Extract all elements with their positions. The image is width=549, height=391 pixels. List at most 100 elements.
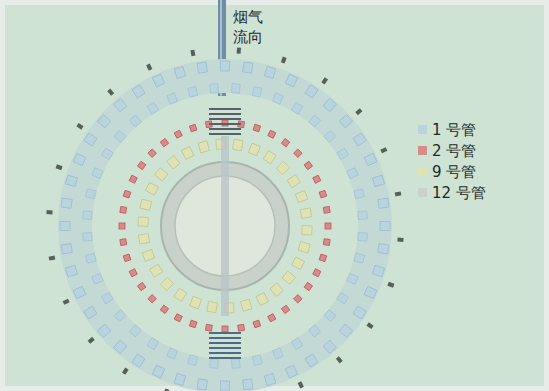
- flow-label: 烟气 流向: [233, 8, 265, 47]
- tube-ring-1b: [83, 84, 368, 369]
- tube-ring-1-tube: [339, 324, 352, 337]
- tube-ring-1-tube: [84, 133, 97, 146]
- tube-ring-1b-tube: [92, 168, 103, 179]
- tube-ring-1b-tube: [324, 310, 336, 322]
- top-divider: [209, 113, 241, 115]
- tube-ring-1-tube: [378, 244, 389, 254]
- legend-text: 2 号管: [432, 141, 476, 161]
- legend-text: 12 号管: [432, 183, 486, 203]
- tube-ring-1b-tube: [167, 93, 178, 104]
- tube-ring-1b-tube: [114, 130, 126, 142]
- tube-ring-2-tube: [281, 138, 289, 146]
- bottom-divider: [209, 337, 241, 339]
- tube-ring-2-tube: [323, 206, 330, 213]
- tube-ring-1-tube: [221, 61, 230, 71]
- tube-ring-2-tube: [120, 239, 127, 246]
- rim-marks-tube: [63, 299, 70, 305]
- tube-ring-2-tube: [323, 239, 330, 246]
- tube-ring-1b-tube: [272, 93, 283, 104]
- tube-ring-1b-tube: [358, 232, 368, 241]
- tube-ring-1b-tube: [324, 130, 336, 142]
- tube-ring-2: [119, 120, 331, 332]
- tube-ring-1-tube: [378, 198, 389, 208]
- tube-ring-1-tube: [73, 153, 86, 165]
- legend-swatch: [418, 125, 427, 134]
- tube-ring-1b-tube: [147, 338, 159, 350]
- tube-ring-2-tube: [189, 320, 197, 328]
- rim-marks-tube: [146, 64, 152, 71]
- tube-ring-9-tube: [300, 208, 311, 218]
- tube-ring-1b-tube: [309, 325, 321, 337]
- tube-ring-2-tube: [160, 138, 168, 146]
- tube-ring-2-tube: [129, 175, 137, 183]
- tube-ring-2-tube: [319, 254, 327, 262]
- tube-ring-9-tube: [292, 257, 305, 270]
- tube-ring-1b-tube: [188, 355, 198, 366]
- tube-ring-1-tube: [323, 98, 336, 111]
- tube-ring-9-tube: [138, 217, 148, 227]
- tube-ring-1b-tube: [147, 102, 159, 114]
- tube-ring-1b-tube: [92, 273, 103, 284]
- tube-ring-1b-tube: [210, 84, 219, 94]
- tube-ring-1: [60, 61, 390, 391]
- tube-ring-1b-tube: [167, 348, 178, 359]
- rim-marks-tube: [281, 57, 287, 64]
- tube-ring-2-tube: [123, 190, 131, 198]
- rim-marks-tube: [366, 322, 373, 329]
- tube-ring-1b-tube: [354, 189, 365, 199]
- tube-ring-1b-tube: [291, 102, 303, 114]
- tube-ring-1-tube: [61, 244, 72, 254]
- rim-marks-tube: [387, 282, 394, 288]
- tube-ring-1b-tube: [129, 325, 141, 337]
- tube-ring-1-tube: [114, 98, 127, 111]
- rim-marks: [46, 47, 403, 391]
- legend-text: 1 号管: [432, 120, 476, 140]
- tube-ring-9-tube: [248, 143, 260, 156]
- tube-ring-9-tube: [270, 283, 283, 296]
- legend-text: 9 号管: [432, 162, 476, 182]
- rim-marks-tube: [56, 164, 63, 170]
- tube-ring-9-tube: [155, 168, 168, 181]
- bottom-divider: [209, 342, 241, 344]
- top-divider: [209, 133, 241, 135]
- tube-ring-2-tube: [313, 269, 321, 277]
- tube-ring-1-tube: [264, 373, 275, 385]
- tube-ring-1-tube: [243, 62, 253, 73]
- rim-marks-tube: [107, 89, 114, 96]
- tube-ring-2-tube: [253, 124, 261, 132]
- tube-ring-9-tube: [145, 182, 158, 195]
- tube-ring-1b-tube: [337, 148, 349, 160]
- tube-ring-1-tube: [60, 222, 70, 231]
- tube-ring-9-tube: [190, 296, 202, 309]
- tube-ring-9-tube: [181, 146, 194, 159]
- rim-marks-tube: [190, 50, 195, 57]
- rim-marks-tube: [237, 47, 241, 53]
- tube-ring-2-tube: [238, 324, 245, 331]
- tube-ring-1-tube: [305, 354, 318, 367]
- outer-band: [75, 76, 375, 376]
- tube-ring-1-tube: [174, 373, 185, 385]
- tube-ring-1-tube: [339, 115, 352, 128]
- tube-ring-1-tube: [61, 198, 72, 208]
- tube-ring-2-tube: [148, 295, 156, 303]
- top-divider: [209, 128, 241, 130]
- tube-ring-2-tube: [313, 175, 321, 183]
- tube-ring-9-tube: [241, 299, 252, 311]
- tube-ring-9-tube: [207, 301, 217, 312]
- tube-ring-1-tube: [364, 286, 377, 298]
- tube-ring-1b-tube: [337, 292, 349, 304]
- tube-ring-2-tube: [160, 305, 168, 313]
- rim-marks-tube: [88, 337, 95, 344]
- tube-ring-2-tube: [294, 149, 302, 157]
- tube-ring-2-tube: [129, 269, 137, 277]
- tube-ring-1-tube: [285, 365, 297, 378]
- tube-ring-1-tube: [114, 340, 127, 353]
- tube-ring-1-tube: [364, 153, 377, 165]
- tube-ring-1-tube: [221, 381, 230, 391]
- tube-ring-1b-tube: [354, 253, 365, 263]
- bottom-divider: [209, 332, 241, 334]
- top-divider: [209, 108, 241, 110]
- tube-ring-1-tube: [97, 115, 110, 128]
- tube-ring-1b-tube: [83, 232, 93, 241]
